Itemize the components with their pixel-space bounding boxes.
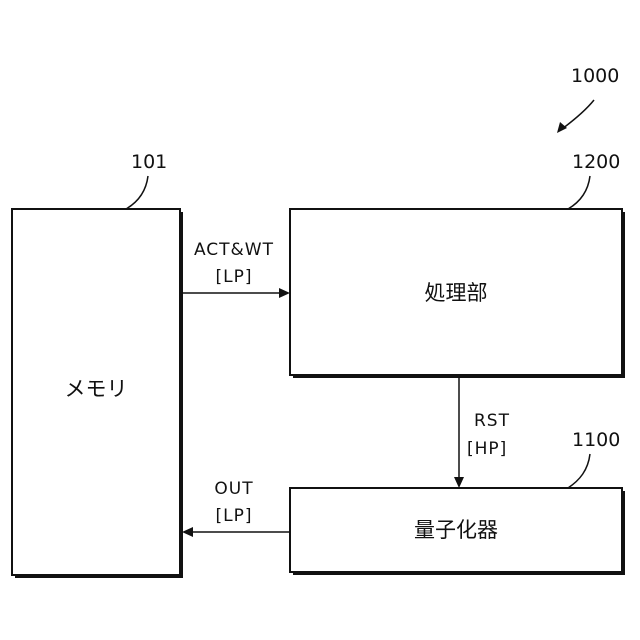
system-ref-leader-arrow (562, 100, 594, 129)
act-wt-signal-name: ACT&WT (194, 240, 274, 260)
act-wt-arrowhead (279, 288, 290, 298)
out-signal: OUT [LP] (182, 479, 290, 537)
rst-signal-precision: [HP] (467, 439, 507, 459)
out-signal-precision: [LP] (216, 506, 253, 526)
rst-signal-name: RST (474, 411, 510, 431)
out-arrowhead (182, 527, 193, 537)
memory-block-label: メモリ (65, 377, 128, 401)
memory-ref-leader (126, 176, 148, 209)
quantizer-ref-label: 1100 (572, 429, 620, 451)
system-ref-arrowhead (557, 122, 567, 133)
act-wt-signal-precision: [LP] (216, 267, 253, 287)
rst-signal: RST [HP] (454, 377, 510, 488)
memory-block: メモリ (12, 209, 183, 578)
quantizer-block: 量子化器 (290, 488, 625, 575)
processing-unit-ref-leader (568, 176, 590, 209)
memory-ref-label: 101 (131, 151, 167, 173)
processing-unit-label: 処理部 (425, 281, 488, 305)
act-wt-signal: ACT&WT [LP] (182, 240, 290, 298)
system-ref-label: 1000 (571, 65, 619, 87)
out-signal-name: OUT (214, 479, 253, 499)
quantizer-label: 量子化器 (414, 518, 498, 542)
processing-unit-block: 処理部 (290, 209, 625, 378)
rst-arrowhead (454, 477, 464, 488)
quantizer-ref-leader (568, 454, 590, 488)
processing-unit-ref-label: 1200 (572, 151, 620, 173)
